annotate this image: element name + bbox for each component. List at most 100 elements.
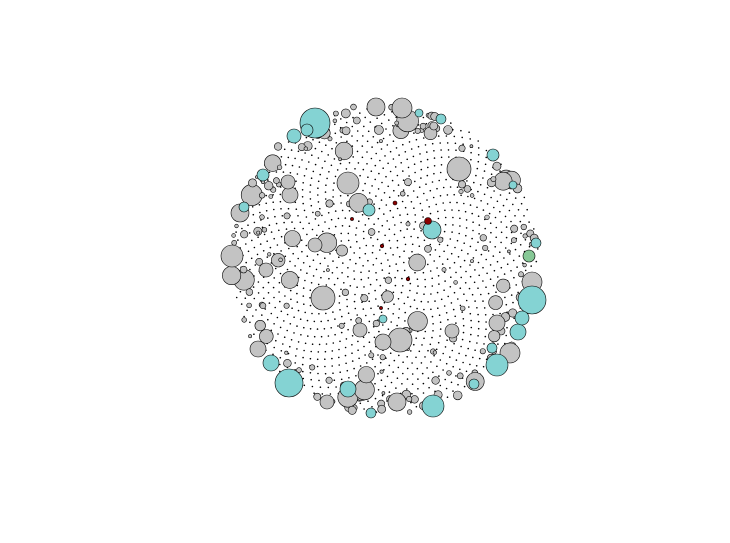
graph-point	[368, 331, 370, 334]
graph-point	[503, 273, 506, 275]
graph-point	[338, 256, 340, 259]
grey-node	[378, 139, 383, 144]
graph-point	[400, 221, 402, 224]
graph-point	[356, 150, 359, 153]
graph-point	[393, 233, 396, 236]
grey-node	[368, 352, 375, 359]
grey-node	[460, 305, 466, 312]
grey-node	[341, 126, 351, 136]
red-node	[405, 276, 411, 282]
graph-point	[338, 364, 341, 366]
graph-point	[353, 300, 356, 303]
graph-point	[279, 193, 282, 196]
grey-node	[284, 350, 289, 355]
graph-point	[364, 182, 366, 185]
graph-point	[411, 373, 414, 375]
graph-point	[449, 356, 451, 358]
grey-node	[303, 146, 308, 151]
graph-point	[341, 225, 344, 227]
graph-point	[313, 392, 315, 395]
grey-node	[259, 192, 266, 199]
graph-point	[340, 331, 343, 334]
graph-point	[324, 350, 327, 353]
graph-point	[388, 391, 391, 393]
graph-point	[494, 246, 497, 248]
graph-point	[500, 231, 503, 234]
graph-point	[528, 221, 530, 223]
graph-point	[433, 354, 435, 357]
graph-point	[302, 227, 305, 230]
graph-point	[382, 137, 385, 140]
graph-point	[462, 143, 464, 145]
graph-point	[309, 328, 312, 330]
graph-point	[449, 267, 451, 269]
graph-point	[297, 215, 299, 217]
grey-node	[249, 340, 267, 358]
graph-point	[402, 285, 404, 287]
graph-point	[378, 172, 380, 175]
graph-point	[418, 350, 421, 353]
graph-point	[245, 243, 247, 245]
graph-point	[314, 147, 317, 150]
graph-point	[440, 156, 443, 159]
graph-point	[519, 220, 522, 223]
graph-point	[506, 198, 508, 201]
graph-point	[346, 305, 349, 308]
graph-point	[458, 352, 460, 355]
grey-node	[327, 136, 333, 142]
graph-point	[340, 202, 342, 204]
graph-point	[356, 314, 359, 316]
graph-point	[418, 186, 421, 188]
graph-point	[424, 144, 427, 146]
graph-point	[455, 322, 457, 324]
graph-point	[367, 176, 369, 178]
graph-point	[428, 206, 431, 208]
graph-point	[380, 262, 383, 265]
graph-point	[402, 189, 405, 191]
graph-point	[470, 326, 473, 329]
graph-point	[451, 209, 453, 211]
grey-node	[338, 322, 345, 329]
graph-point	[486, 186, 489, 189]
grey-node	[278, 257, 283, 262]
graph-point	[396, 324, 398, 327]
graph-point	[306, 319, 309, 322]
graph-point	[341, 315, 343, 318]
graph-point	[335, 142, 338, 144]
graph-point	[368, 300, 371, 303]
graph-point	[426, 367, 428, 369]
graph-point	[351, 335, 354, 337]
graph-point	[283, 336, 286, 339]
graph-point	[437, 135, 440, 137]
graph-point	[239, 290, 242, 293]
graph-point	[441, 263, 444, 265]
graph-point	[401, 383, 403, 385]
graph-point	[285, 228, 288, 230]
graph-point	[383, 213, 385, 215]
graph-point	[312, 138, 314, 141]
graph-point	[467, 347, 470, 350]
grey-node	[387, 392, 407, 412]
grey-node	[277, 164, 283, 170]
graph-point	[352, 116, 354, 119]
graph-point	[420, 168, 423, 171]
graph-point	[381, 224, 384, 227]
graph-point	[427, 166, 429, 169]
graph-point	[347, 239, 350, 242]
graph-point	[377, 389, 380, 391]
graph-point	[480, 293, 482, 296]
graph-point	[374, 382, 376, 385]
graph-point	[263, 297, 265, 300]
graph-point	[305, 168, 308, 170]
graph-point	[375, 272, 377, 274]
graph-point	[503, 257, 505, 259]
graph-point	[427, 349, 429, 352]
graph-point	[297, 150, 300, 153]
graph-point	[388, 119, 390, 121]
graph-point	[513, 276, 515, 279]
graph-point	[485, 258, 488, 261]
cyan-node	[339, 380, 357, 398]
grey-node	[446, 370, 452, 376]
grey-node	[259, 302, 267, 310]
